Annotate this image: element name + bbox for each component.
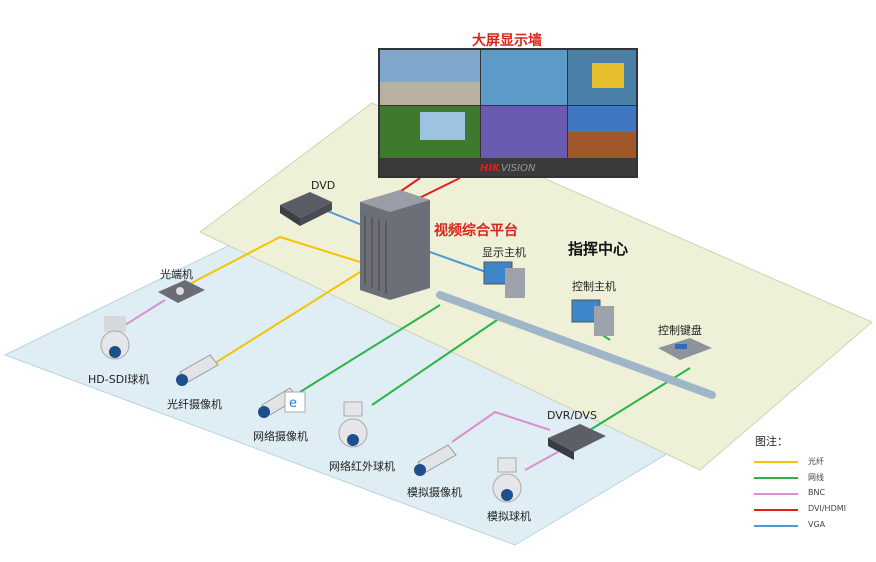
control-host-computer bbox=[571, 299, 614, 336]
optical-transceiver-label: 光端机 bbox=[160, 268, 193, 281]
control-keyboard-device bbox=[658, 338, 712, 360]
control-host-label: 控制主机 bbox=[572, 280, 616, 293]
display-host-computer bbox=[483, 261, 525, 298]
bnc-line bbox=[124, 299, 166, 326]
legend-title: 图注： bbox=[755, 435, 788, 448]
fiber-line bbox=[211, 271, 361, 366]
fiber-camera bbox=[176, 354, 219, 386]
svg-text:e: e bbox=[289, 396, 297, 411]
analog-dome-camera bbox=[492, 457, 522, 503]
network-bus-pipe bbox=[436, 291, 716, 399]
hdsdi-dome-camera bbox=[100, 316, 130, 360]
network-camera-label: 网络摄像机 bbox=[253, 430, 308, 443]
legend-label: BNC bbox=[808, 488, 826, 497]
control-keyboard-label: 控制键盘 bbox=[658, 324, 702, 337]
dvr-label: DVR/DVS bbox=[547, 409, 597, 422]
vga-line bbox=[324, 209, 363, 226]
video-wall-title: 大屏显示墙 bbox=[472, 33, 542, 49]
analog-dome-label: 模拟球机 bbox=[487, 510, 531, 523]
hdsdi-dome-label: HD-SDI球机 bbox=[88, 373, 150, 386]
dvd-label: DVD bbox=[311, 179, 336, 192]
svg-text:VISION: VISION bbox=[501, 163, 536, 174]
fiber-line bbox=[181, 235, 361, 289]
command-center-label: 指挥中心 bbox=[568, 240, 629, 258]
svg-text:HIK: HIK bbox=[480, 163, 501, 174]
legend-label: VGA bbox=[808, 520, 826, 529]
analog-camera bbox=[414, 444, 457, 476]
legend-label: DVI/HDMI bbox=[808, 504, 846, 513]
platform-label: 视频综合平台 bbox=[434, 223, 518, 239]
vga-line bbox=[429, 251, 487, 273]
analog-camera-label: 模拟摄像机 bbox=[407, 486, 462, 499]
legend-label: 光纤 bbox=[808, 457, 824, 466]
network-line bbox=[299, 304, 441, 393]
ir-dome-camera bbox=[338, 401, 368, 448]
bnc-line bbox=[524, 451, 559, 471]
dvr-device bbox=[548, 424, 606, 460]
bnc-line bbox=[451, 410, 551, 443]
display-host-label: 显示主机 bbox=[482, 246, 526, 259]
video-wall: HIK VISION bbox=[378, 48, 638, 178]
network-camera: e bbox=[258, 387, 306, 418]
video-platform-device bbox=[360, 190, 430, 300]
dvd-device bbox=[280, 192, 332, 226]
network-line bbox=[371, 317, 501, 406]
legend-label: 网线 bbox=[808, 473, 824, 482]
ir-dome-label: 网络红外球机 bbox=[329, 460, 395, 473]
optical-transceiver-device bbox=[158, 280, 205, 303]
command-center-zone bbox=[199, 102, 873, 471]
fiber-camera-label: 光纤摄像机 bbox=[167, 398, 222, 411]
